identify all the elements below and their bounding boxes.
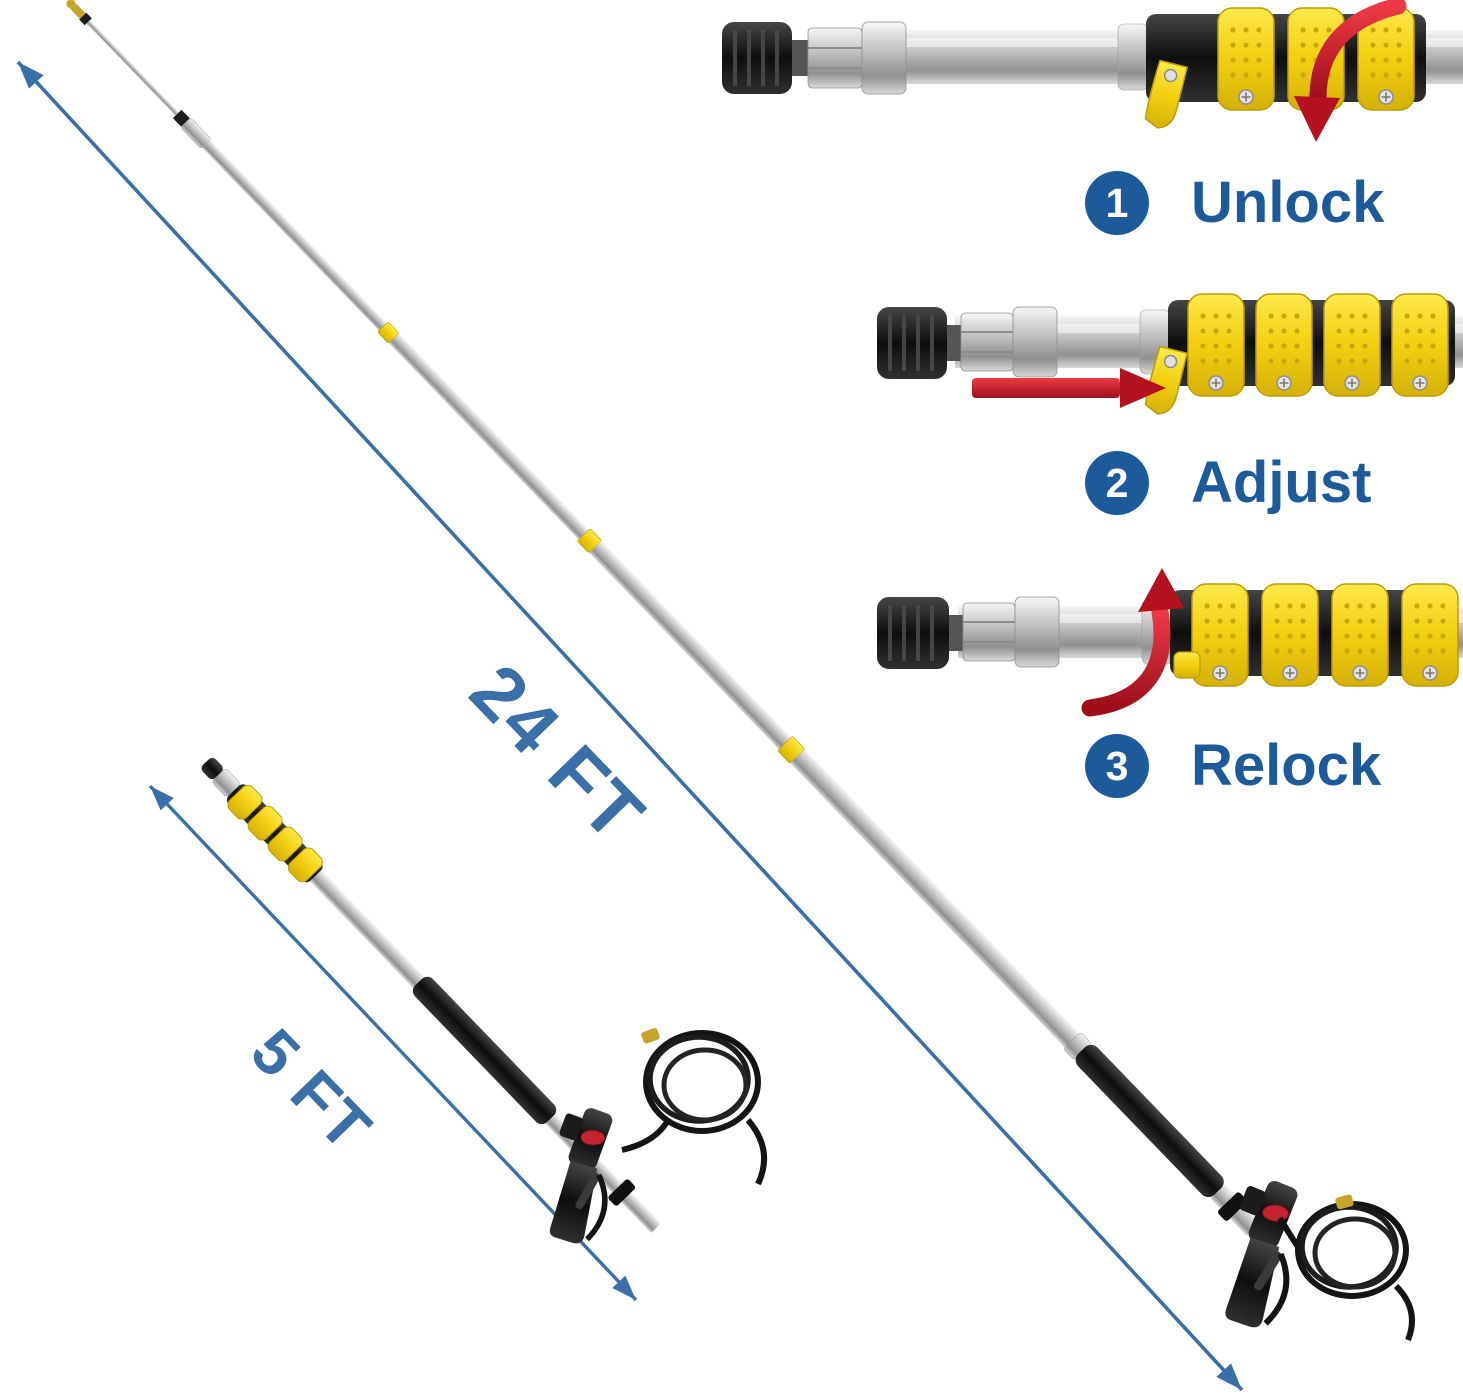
hose-coil-short bbox=[621, 1028, 767, 1186]
closeup-step1-photo bbox=[722, 0, 1463, 142]
closeup-step2-photo bbox=[877, 293, 1463, 419]
step-3-label: Relock bbox=[1191, 733, 1382, 798]
step-2-row: 2 Adjust bbox=[1085, 451, 1371, 515]
closeup-step3-photo bbox=[877, 568, 1463, 717]
step-1-number-badge: 1 bbox=[1085, 171, 1149, 235]
dimension-arrow-24ft bbox=[16, 60, 1244, 1392]
step-3-row: 3 Relock bbox=[1085, 734, 1381, 798]
adjust-arrow-icon bbox=[972, 368, 1166, 408]
step-1-row: 1 Unlock bbox=[1085, 171, 1384, 235]
step-2-number-badge: 2 bbox=[1085, 451, 1149, 515]
relock-arrow-icon bbox=[1081, 568, 1184, 717]
step-3-number-badge: 3 bbox=[1085, 734, 1149, 798]
telescoping-pole-extended bbox=[66, 0, 1262, 1236]
unlock-arrow-icon bbox=[1294, 0, 1407, 142]
hose-coil-main bbox=[1277, 1194, 1415, 1342]
step-2-label: Adjust bbox=[1191, 450, 1372, 515]
step-1-label: Unlock bbox=[1191, 170, 1385, 235]
